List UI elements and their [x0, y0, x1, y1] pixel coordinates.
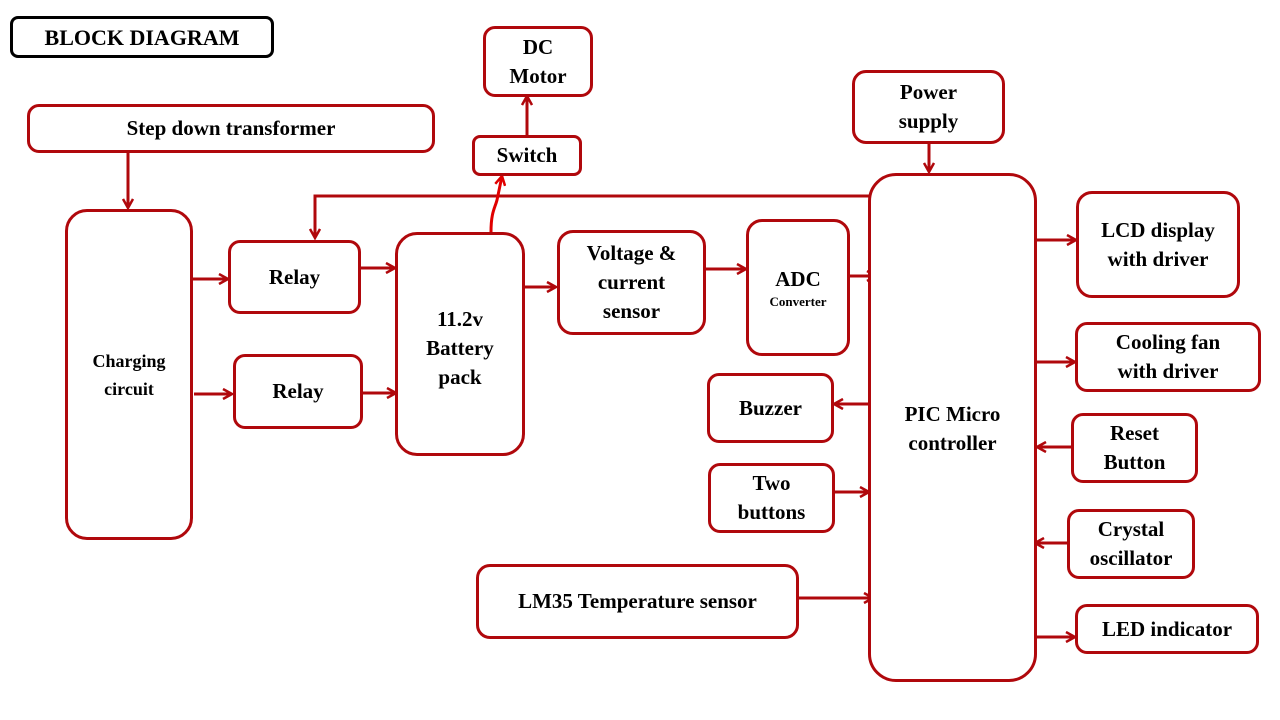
block-label: Motor	[509, 63, 567, 88]
block-label: Reset	[1110, 421, 1159, 445]
block-label: 11.2v	[436, 307, 484, 331]
block-buzzer: Buzzer	[707, 373, 834, 443]
block-relay-bottom: Relay	[233, 354, 363, 429]
block-cooling-fan: Cooling fan with driver	[1075, 322, 1261, 392]
wire-battery-to-switch	[489, 176, 502, 233]
block-adc-converter: ADC Converter	[746, 219, 850, 356]
block-label: current	[597, 270, 666, 294]
block-label: circuit	[104, 378, 154, 399]
block-label: ADC	[775, 267, 821, 291]
block-label: Power	[899, 80, 958, 104]
block-dc-motor: DC Motor	[483, 26, 593, 97]
block-label: with driver	[1107, 246, 1209, 271]
block-led-indicator: LED indicator	[1075, 604, 1259, 654]
block-label: Relay	[268, 264, 321, 289]
block-relay-top: Relay	[228, 240, 361, 314]
block-label: Buzzer	[739, 395, 802, 420]
diagram-title-text: BLOCK DIAGRAM	[44, 24, 240, 50]
block-label: Voltage &	[586, 241, 677, 265]
block-label: Relay	[272, 379, 324, 403]
block-label: Button	[1103, 450, 1166, 474]
block-label: buttons	[737, 500, 806, 524]
block-charging-circuit: Charging circuit	[65, 209, 193, 540]
diagram-title: BLOCK DIAGRAM	[10, 16, 274, 58]
block-label: Charging	[92, 350, 166, 371]
block-reset-button: Reset Button	[1071, 413, 1198, 483]
block-power-supply: Power supply	[852, 70, 1005, 144]
block-label: controller	[908, 431, 997, 455]
block-label: Two	[752, 471, 791, 495]
block-label: oscillator	[1089, 546, 1173, 570]
block-label: LM35 Temperature sensor	[518, 589, 757, 613]
block-two-buttons: Two buttons	[708, 463, 835, 533]
block-pic-microcontroller: PIC Micro controller	[868, 173, 1037, 682]
block-crystal-oscillator: Crystal oscillator	[1067, 509, 1195, 579]
block-label: supply	[898, 109, 959, 133]
block-lm35-temperature-sensor: LM35 Temperature sensor	[476, 564, 799, 639]
block-battery-pack: 11.2v Battery pack	[395, 232, 525, 456]
block-label: Switch	[496, 143, 558, 167]
block-label: Crystal	[1097, 517, 1165, 541]
block-label: PIC Micro	[904, 402, 1001, 426]
block-label: LCD display	[1101, 217, 1215, 242]
block-voltage-current-sensor: Voltage & current sensor	[557, 230, 706, 335]
block-label: Cooling fan	[1115, 330, 1221, 354]
block-label: pack	[438, 365, 482, 389]
block-label: Battery	[426, 336, 494, 360]
block-label: DC	[522, 34, 554, 59]
wire-pic-to-relay-top	[315, 194, 870, 238]
block-label: LED indicator	[1101, 616, 1233, 641]
block-lcd-display: LCD display with driver	[1076, 191, 1240, 298]
block-label: sensor	[602, 299, 661, 323]
block-sublabel: Converter	[769, 294, 827, 309]
block-label: with driver	[1117, 359, 1219, 383]
block-label: Step down transformer	[126, 116, 336, 140]
block-switch: Switch	[472, 135, 582, 176]
block-step-down-transformer: Step down transformer	[27, 104, 435, 153]
